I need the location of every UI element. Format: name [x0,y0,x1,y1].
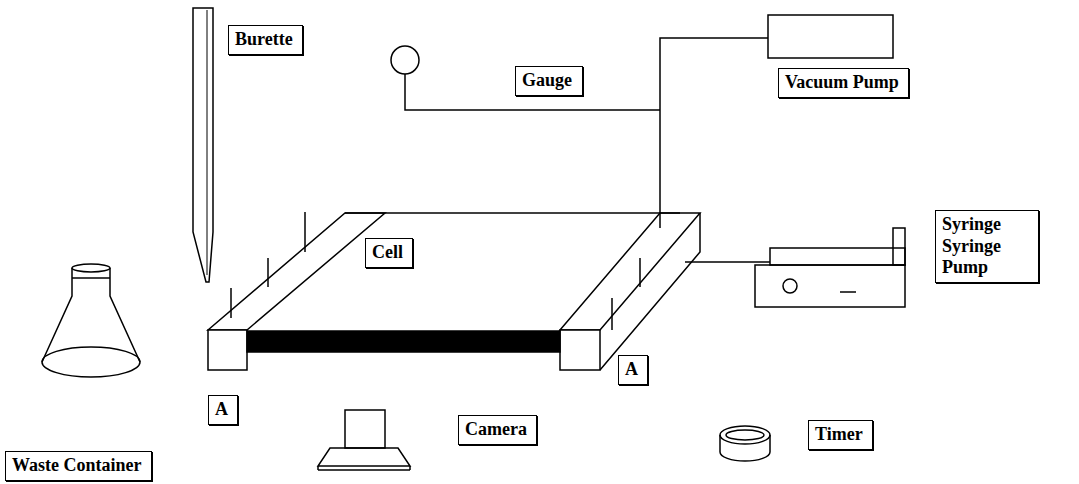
vacuum-line [391,15,893,228]
label-text: Vacuum Pump [785,72,902,94]
cell-left-block [208,330,247,370]
camera-body [345,410,385,448]
label-text: A [215,399,231,421]
end-label: A [208,395,238,425]
cell-left-rail [208,213,385,330]
timer-drawing [720,426,770,461]
cell-pin [230,288,232,318]
waste-flask-drawing [42,264,140,377]
label-text: Waste Container [12,455,145,477]
burette-bore [207,10,208,275]
syringe-plunger [685,261,770,263]
end-label: A [618,355,648,385]
component-label: Gauge [515,66,583,96]
pump-display [840,291,856,293]
camera-foot [318,469,410,471]
label-text: A [625,359,641,381]
cell-pin [267,258,269,287]
label-text: Burette [235,29,296,51]
label-text: Gauge [522,70,576,92]
syringe-pump-drawing [685,228,905,307]
component-label: Burette [228,25,303,55]
cell-sample [247,331,560,352]
syringe-barrel [770,248,905,265]
cell-drawing [208,212,700,370]
flask-lip [72,277,110,279]
cell-pin [611,298,613,330]
cell-back-edge [345,212,680,214]
flask-base [42,347,140,377]
component-label: Waste Container [5,451,152,481]
component-label: Cell [365,238,413,268]
component-label: Camera [458,415,537,445]
timer-dial [726,430,764,440]
timer-face [720,426,770,444]
flask-right [110,268,140,362]
burette-drawing [193,8,213,282]
label-text: Timer [815,424,866,446]
label-text: Camera [465,419,530,441]
gauge-dial [391,46,419,74]
component-label: Timer [808,420,873,450]
flask-left [42,268,72,362]
vacuum-pipe [660,38,768,228]
label-text: Cell [372,242,406,264]
label-text: Syringe Syringe Pump [942,214,1032,279]
camera-drawing [318,410,410,470]
cell-right-rail [560,213,700,330]
burette-tube [193,8,213,282]
cell-pin [304,212,306,252]
component-label: Vacuum Pump [778,68,909,98]
vacuum-pump-body [768,15,893,58]
flask-mouth [72,264,110,272]
cell-right-block [560,330,600,370]
syringe-pusher [893,228,905,265]
camera-base [318,448,410,466]
timer-side [720,435,770,461]
pump-knob [783,279,797,293]
cell-pin [639,258,641,287]
syringe-pump-body [755,265,905,307]
cell-right-side [600,213,700,370]
component-label: Syringe Syringe Pump [935,210,1039,283]
